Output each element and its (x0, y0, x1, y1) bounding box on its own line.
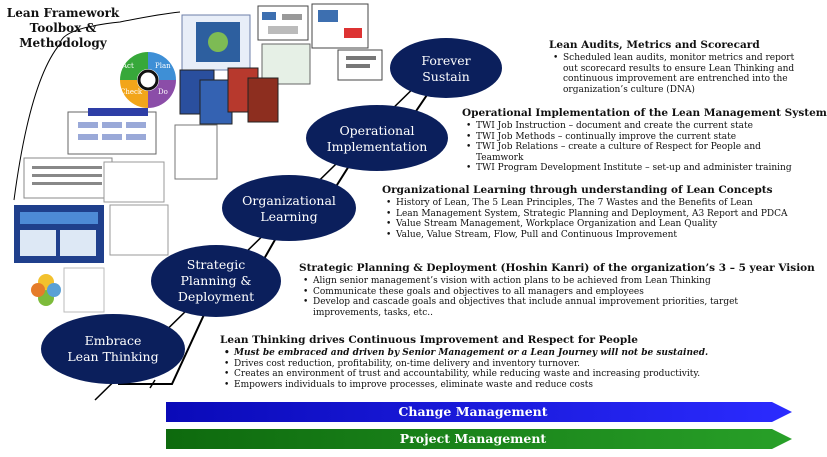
strategic-block: Strategic Planning & Deployment (Hoshin … (299, 262, 815, 318)
stage-ellipse-embrace (41, 314, 185, 384)
bullet: History of Lean, The 5 Lean Principles, … (386, 198, 798, 209)
bullet: TWI Job Instruction – document and creat… (466, 121, 798, 132)
operational-header: Operational Implementation of the Lean M… (462, 107, 827, 119)
bullet: Communicate these goals and objectives t… (303, 287, 798, 298)
bullet: TWI Job Relations – create a culture of … (466, 142, 776, 163)
bullet: Empowers individuals to improve processe… (224, 380, 760, 391)
bullet: Lean Management System, Strategic Planni… (386, 209, 798, 220)
sustain-bullets: Scheduled lean audits, monitor metrics a… (549, 53, 797, 95)
pdca-do-label: Do (158, 88, 168, 96)
bullet: Value Stream Management, Workplace Organ… (386, 219, 798, 230)
stage-ellipse-sustain (390, 38, 502, 98)
stage-ellipse-strategic (151, 245, 281, 317)
bullet: Creates an environment of trust and acco… (224, 369, 760, 380)
operational-bullets: TWI Job Instruction – document and creat… (462, 121, 798, 174)
bullet: Scheduled lean audits, monitor metrics a… (553, 53, 797, 95)
project-management-label: Project Management (399, 431, 547, 446)
embrace-header: Lean Thinking drives Continuous Improvem… (220, 334, 638, 346)
learning-bullets: History of Lean, The 5 Lean Principles, … (382, 198, 798, 240)
change-management-arrow (166, 402, 792, 422)
learning-block: Organizational Learning through understa… (382, 184, 798, 240)
pdca-act-label: Act (122, 62, 134, 70)
embrace-bullets: Must be embraced and driven by Senior Ma… (220, 348, 760, 390)
operational-block: Operational Implementation of the Lean M… (462, 107, 827, 174)
strategic-header: Strategic Planning & Deployment (Hoshin … (299, 262, 815, 274)
bullet: Align senior management’s vision with ac… (303, 276, 798, 287)
bullet: TWI Job Methods – continually improve th… (466, 132, 798, 143)
toolbox-brace (59, 11, 181, 45)
project-management-arrow (166, 429, 792, 449)
diagram-canvas (13, 3, 792, 449)
toolbox-thumbnails (14, 3, 383, 313)
bullet: Drives cost reduction, profitability, on… (224, 359, 760, 370)
pdca-plan-label: Plan (155, 62, 171, 70)
bullet: TWI Program Development Institute – set-… (466, 163, 798, 174)
strategic-bullets: Align senior management’s vision with ac… (299, 276, 798, 318)
stage-ellipse-operational (306, 105, 448, 171)
bullet: Develop and cascade goals and objectives… (303, 297, 783, 318)
bullet: Value, Value Stream, Flow, Pull and Cont… (386, 230, 798, 241)
change-management-label: Change Management (398, 404, 548, 419)
embrace-block: Lean Thinking drives Continuous Improvem… (220, 334, 760, 390)
bullet: Must be embraced and driven by Senior Ma… (224, 348, 760, 359)
stage-ellipse-learning (222, 175, 356, 241)
pdca-check-label: Check (120, 88, 143, 96)
pdca-wheel (120, 52, 176, 108)
toolbox-title: Lean Framework Toolbox & Methodology (6, 6, 120, 50)
sustain-block: Lean Audits, Metrics and Scorecard Sched… (549, 39, 797, 95)
sustain-header: Lean Audits, Metrics and Scorecard (549, 39, 760, 51)
learning-header: Organizational Learning through understa… (382, 184, 773, 196)
